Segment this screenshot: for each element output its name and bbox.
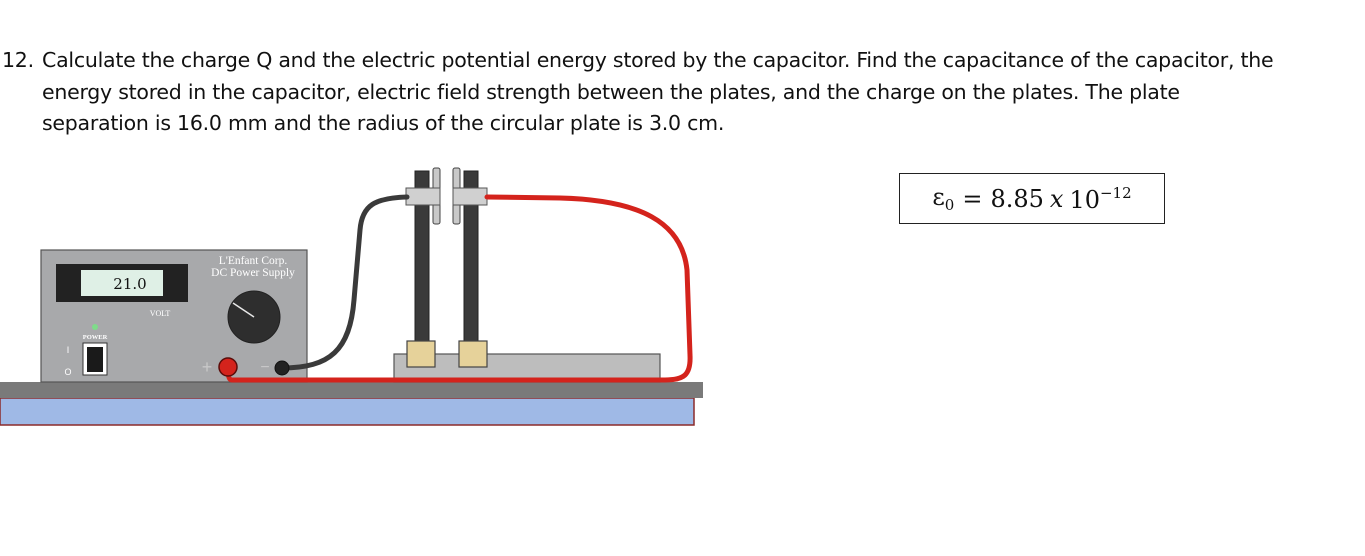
left-rod-clamp [406, 340, 436, 368]
switch-off-label: O [64, 367, 71, 377]
problem-text-line: Calculate the charge Q and the electric … [42, 48, 1274, 72]
positive-terminal[interactable] [218, 357, 238, 377]
left-plate-holder [405, 187, 441, 206]
times-sign: x [1049, 184, 1064, 213]
problem-text-line: separation is 16.0 mm and the radius of … [42, 111, 725, 135]
switch-on-label: I [67, 345, 70, 355]
negative-terminal[interactable] [274, 360, 290, 376]
problem-line-2: energy stored in the capacitor, electric… [2, 77, 1332, 109]
knob-indicator [232, 302, 255, 318]
power-label: POWER [83, 334, 108, 341]
minus-terminal-label: − [260, 359, 269, 376]
table-front [0, 397, 695, 426]
model-label: DC Power Supply [211, 267, 295, 279]
epsilon-symbol: ε0 [932, 183, 955, 214]
right-rod-clamp [458, 340, 488, 368]
power-led [92, 324, 98, 330]
black-wire [279, 194, 410, 371]
volt-label: VOLT [150, 309, 171, 318]
constant-base: 10−12 [1069, 183, 1132, 214]
plus-terminal-label: + [202, 357, 213, 377]
problem-text-line: energy stored in the capacitor, electric… [42, 79, 1180, 104]
display-value: 21.0 [113, 275, 146, 293]
red-wire [225, 194, 693, 383]
equals-sign: = [962, 184, 983, 213]
power-switch-rocker [87, 347, 103, 372]
problem-statement: 12. Calculate the charge Q and the elect… [2, 45, 1332, 140]
permittivity-constant-box: ε0 = 8.85 x 10−12 [899, 173, 1165, 224]
brand-label: L'Enfant Corp. [219, 255, 288, 267]
problem-line-3: separation is 16.0 mm and the radius of … [2, 108, 1332, 140]
table-top [0, 382, 703, 398]
problem-line-1: 12. Calculate the charge Q and the elect… [2, 45, 1332, 77]
right-plate-holder [452, 187, 488, 206]
display-screen [81, 270, 163, 296]
problem-number: 12. [2, 48, 34, 72]
constant-mantissa: 8.85 [990, 184, 1044, 213]
